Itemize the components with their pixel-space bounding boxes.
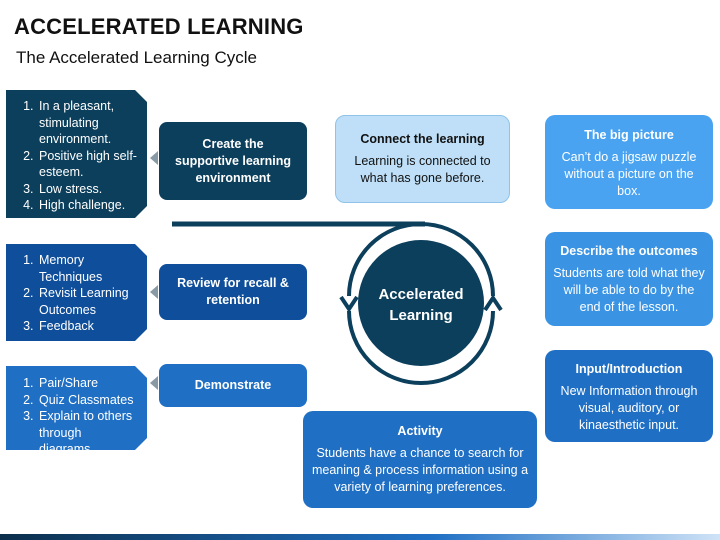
page-title: ACCELERATED LEARNING: [14, 14, 304, 39]
pointer-left-icon: [150, 285, 158, 299]
stage-demonstrate: Demonstrate: [159, 364, 307, 407]
list-item: Revisit Learning Outcomes: [37, 285, 139, 318]
box-title: Activity: [397, 424, 443, 438]
list-item: Feedback: [37, 318, 139, 335]
pointer-left-icon: [150, 376, 158, 390]
box-title: Describe the outcomes: [560, 244, 698, 258]
list-panel-demonstrate: Pair/Share Quiz Classmates Explain to ot…: [6, 366, 147, 450]
box-text: Can’t do a jigsaw puzzle without a pictu…: [561, 150, 697, 198]
box-title: The big picture: [584, 128, 674, 142]
box-title: Input/Introduction: [575, 362, 683, 376]
box-text: New Information through visual, auditory…: [560, 384, 698, 432]
box-text: Students are told what they will be able…: [553, 266, 705, 314]
list-item: Low stress.: [37, 181, 139, 198]
stage-create-environment: Create the supportive learning environme…: [159, 122, 307, 200]
center-label: Accelerated Learning: [378, 286, 464, 324]
list-item: Memory Techniques: [37, 252, 139, 285]
stage-label: Create the supportive learning environme…: [175, 136, 291, 185]
stage-label: Review for recall & retention: [177, 276, 289, 307]
box-title: Connect the learning: [360, 132, 485, 146]
box-activity: Activity Students have a chance to searc…: [303, 411, 537, 508]
box-connect-learning: Connect the learning Learning is connect…: [335, 115, 510, 203]
footer-gradient-bar: [0, 534, 720, 540]
list-item: Positive high self-esteem.: [37, 148, 139, 181]
page-subtitle: The Accelerated Learning Cycle: [16, 48, 257, 67]
stage-review: Review for recall & retention: [159, 264, 307, 320]
list-panel-review: Memory Techniques Revisit Learning Outco…: [6, 244, 147, 341]
list-item: Explain to others through diagrams.: [37, 408, 139, 458]
list-panel-environment: In a pleasant, stimulating environment. …: [6, 90, 147, 218]
pointer-left-icon: [150, 151, 158, 165]
list-item: High challenge.: [37, 197, 139, 214]
box-text: Learning is connected to what has gone b…: [354, 154, 491, 185]
box-big-picture: The big picture Can’t do a jigsaw puzzle…: [545, 115, 713, 209]
list-item: Quiz Classmates: [37, 392, 139, 409]
box-describe-outcomes: Describe the outcomes Students are told …: [545, 232, 713, 326]
stage-label: Demonstrate: [194, 378, 272, 392]
chevron-down-icon: [339, 295, 359, 313]
box-text: Students have a chance to search for mea…: [311, 446, 529, 494]
box-input-introduction: Input/Introduction New Information throu…: [545, 350, 713, 442]
chevron-up-icon: [483, 294, 503, 312]
list-item: Pair/Share: [37, 375, 139, 392]
list-item: In a pleasant, stimulating environment.: [37, 98, 139, 148]
